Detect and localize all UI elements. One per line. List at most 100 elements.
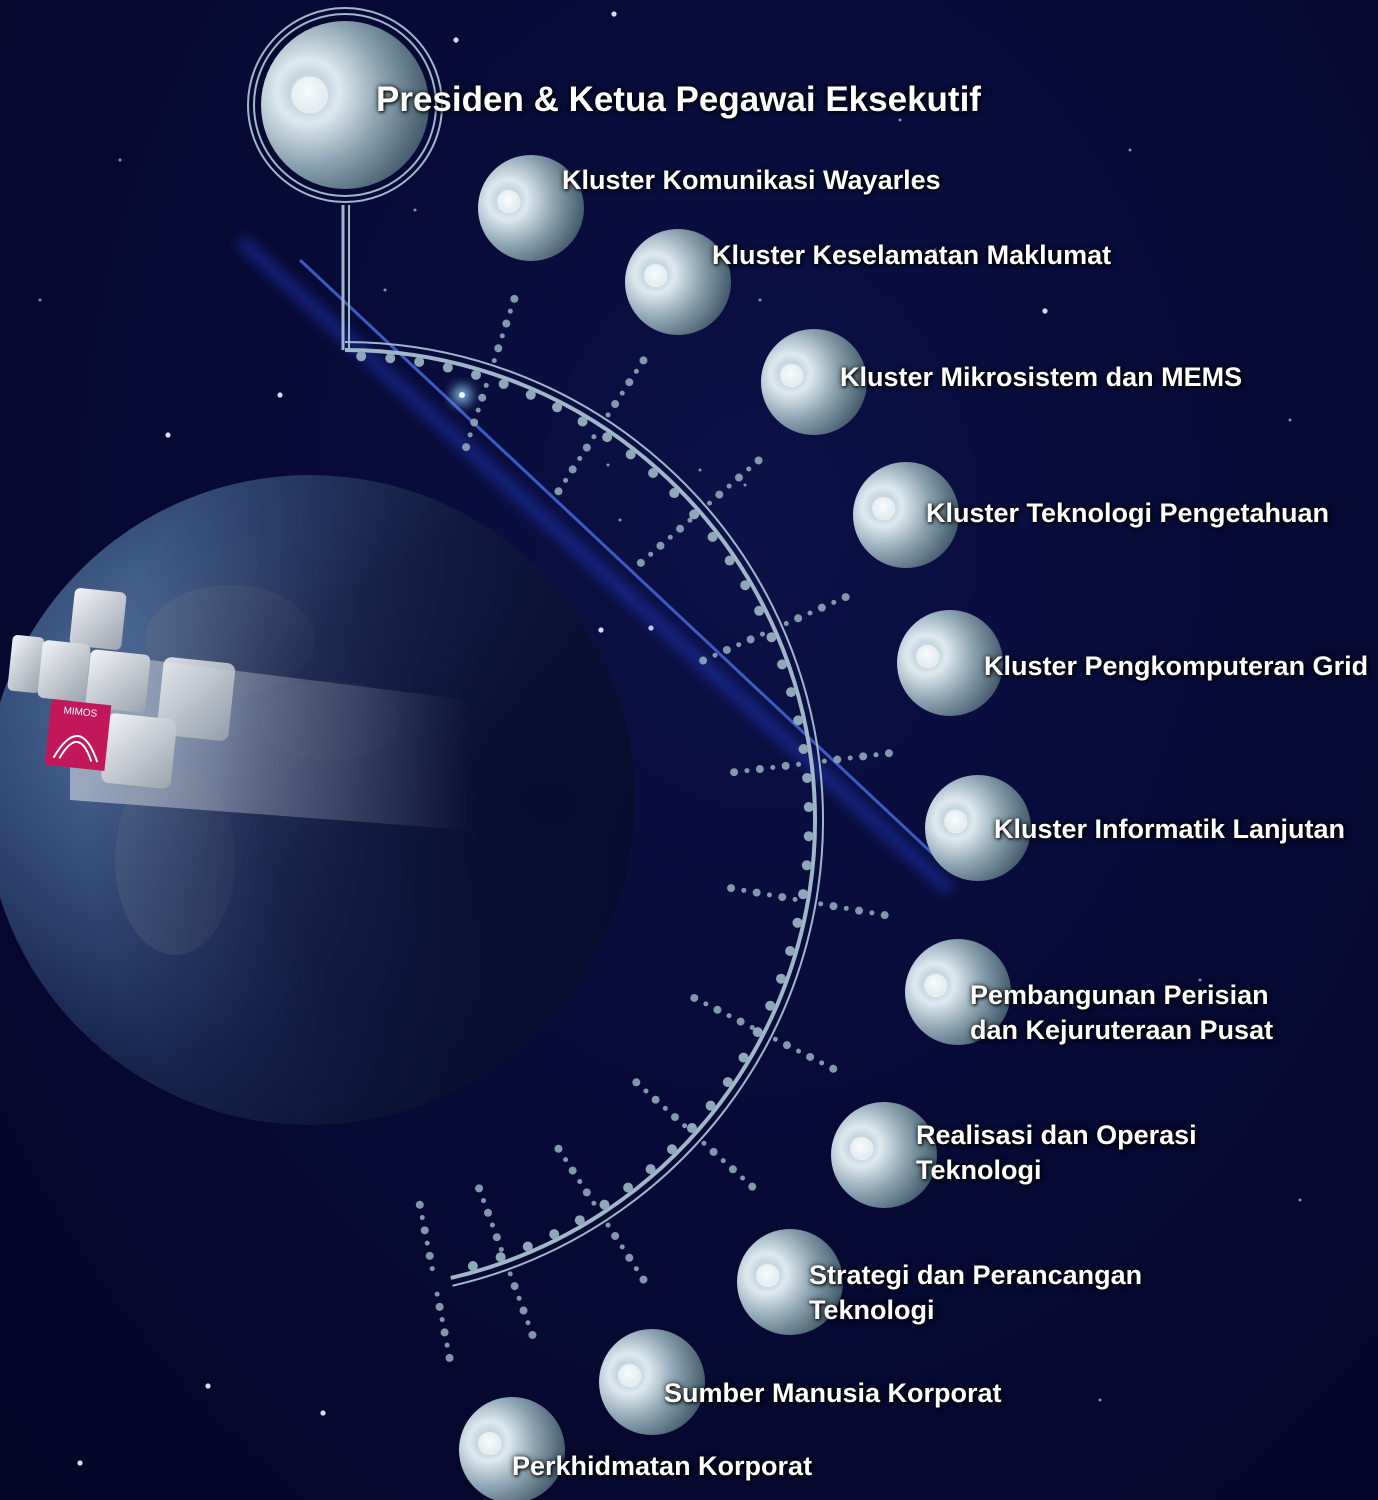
spoke-dot-11 xyxy=(434,1291,440,1297)
arc-bead xyxy=(754,605,765,616)
spoke-dot-1 xyxy=(467,432,473,438)
star xyxy=(383,288,387,292)
spoke-dot-7 xyxy=(736,1017,745,1026)
unit-node-pengetahuan-body xyxy=(853,462,959,568)
spoke-dot-6 xyxy=(818,901,824,907)
arc-bead xyxy=(467,1261,478,1272)
unit-node-perisian-highlight xyxy=(924,973,948,998)
spoke-dot-6 xyxy=(778,893,787,902)
arc-bead xyxy=(766,632,777,643)
arc-bead xyxy=(495,1252,506,1263)
spoke-dot-8 xyxy=(748,1182,757,1191)
star xyxy=(933,248,937,252)
spoke-dot-10 xyxy=(516,1295,522,1301)
spoke-dot-1 xyxy=(483,382,489,388)
unit-node-keselamatan xyxy=(625,229,731,335)
unit-node-perkhidmatan xyxy=(459,1397,565,1500)
unit-label-pengetahuan: Kluster Teknologi Pengetahuan xyxy=(926,498,1330,528)
unit-node-informatik xyxy=(925,775,1031,881)
spoke-dot-6 xyxy=(766,892,772,898)
arc-bead xyxy=(798,889,809,900)
spoke-dot-9 xyxy=(605,1222,611,1228)
spoke-dot-10 xyxy=(475,1184,484,1193)
star xyxy=(606,463,610,467)
spoke-dot-5 xyxy=(873,752,879,758)
arc-bead xyxy=(577,416,588,427)
unit-node-strategi-highlight xyxy=(756,1263,780,1288)
spoke-dot-8 xyxy=(728,1165,737,1174)
unit-node-sdm xyxy=(599,1329,705,1435)
star xyxy=(77,1460,83,1466)
arc-bead xyxy=(669,488,680,499)
arc-bead xyxy=(498,378,509,389)
mimos-logo-cluster: MIMOS xyxy=(7,588,470,830)
spoke-dot-5 xyxy=(833,755,842,764)
spoke-dot-4 xyxy=(794,614,803,623)
spoke-dot-2 xyxy=(591,434,597,440)
arc-bead xyxy=(740,580,751,591)
spoke-dot-2 xyxy=(605,412,611,418)
spoke-dot-7 xyxy=(772,1036,778,1042)
spoke-dot-8 xyxy=(632,1078,641,1087)
unit-node-perkhidmatan-highlight xyxy=(478,1431,502,1456)
spoke-dot-2 xyxy=(563,477,569,483)
connector-lines xyxy=(341,205,893,1362)
spoke-dot-11 xyxy=(439,1317,445,1323)
spoke-dot-9 xyxy=(568,1166,577,1175)
spoke-dot-4 xyxy=(736,642,742,648)
spoke-dot-10 xyxy=(528,1330,537,1339)
unit-nodes xyxy=(247,7,1031,1500)
arc-bead xyxy=(602,432,613,443)
unit-node-grid-highlight xyxy=(916,644,940,669)
spoke-dot-8 xyxy=(709,1147,718,1156)
spoke-dot-5 xyxy=(821,758,827,764)
star xyxy=(698,468,702,472)
spoke-dot-7 xyxy=(713,1005,722,1014)
unit-node-keselamatan-body xyxy=(625,229,731,335)
unit-node-wayarles-highlight xyxy=(497,189,521,214)
arc-bead xyxy=(385,353,396,364)
spoke-dot-8 xyxy=(720,1158,726,1164)
arc-bead xyxy=(648,468,659,479)
spoke-dot-9 xyxy=(639,1275,648,1284)
spoke-dot-8 xyxy=(643,1088,649,1094)
star xyxy=(898,118,902,122)
star xyxy=(1298,1198,1302,1202)
star xyxy=(1042,308,1048,314)
spoke-dot-10 xyxy=(519,1306,528,1315)
mimos-logo: MIMOS xyxy=(44,699,112,771)
spoke-dot-10 xyxy=(492,1233,501,1242)
spoke-dot-11 xyxy=(415,1200,424,1209)
spoke-dot-3 xyxy=(746,466,752,472)
spoke-dot-6 xyxy=(727,884,736,893)
arc-outer xyxy=(344,348,817,1280)
arc-bead xyxy=(801,860,812,871)
spoke-dot-3 xyxy=(676,524,685,533)
star xyxy=(743,483,747,487)
spoke-dot-2 xyxy=(568,465,577,474)
spoke-dot-4 xyxy=(807,610,813,616)
spoke-dot-10 xyxy=(489,1222,495,1228)
unit-node-perisian-body xyxy=(905,939,1011,1045)
star xyxy=(1098,1398,1102,1402)
spoke-dot-11 xyxy=(419,1215,425,1221)
spoke-dot-7 xyxy=(806,1052,815,1061)
spoke-dot-8 xyxy=(670,1113,679,1122)
arc-bead xyxy=(705,1100,716,1111)
spoke-dot-8 xyxy=(662,1105,668,1111)
arc-bead xyxy=(686,1123,697,1134)
unit-node-pengetahuan xyxy=(853,462,959,568)
spoke-dot-6 xyxy=(829,902,838,911)
arc-rim xyxy=(344,341,824,1287)
spoke-dot-11 xyxy=(425,1251,434,1260)
unit-node-grid-body xyxy=(897,610,1003,716)
unit-label-informatik: Kluster Informatik Lanjutan xyxy=(994,814,1346,844)
spoke-dot-9 xyxy=(591,1200,597,1206)
arc-bead xyxy=(645,1164,656,1175)
spoke-dot-6 xyxy=(752,888,761,897)
spoke-dot-2 xyxy=(611,400,620,409)
star xyxy=(118,158,122,162)
arc-bead xyxy=(802,772,813,783)
star xyxy=(611,11,617,17)
spoke-dot-7 xyxy=(726,1013,732,1019)
